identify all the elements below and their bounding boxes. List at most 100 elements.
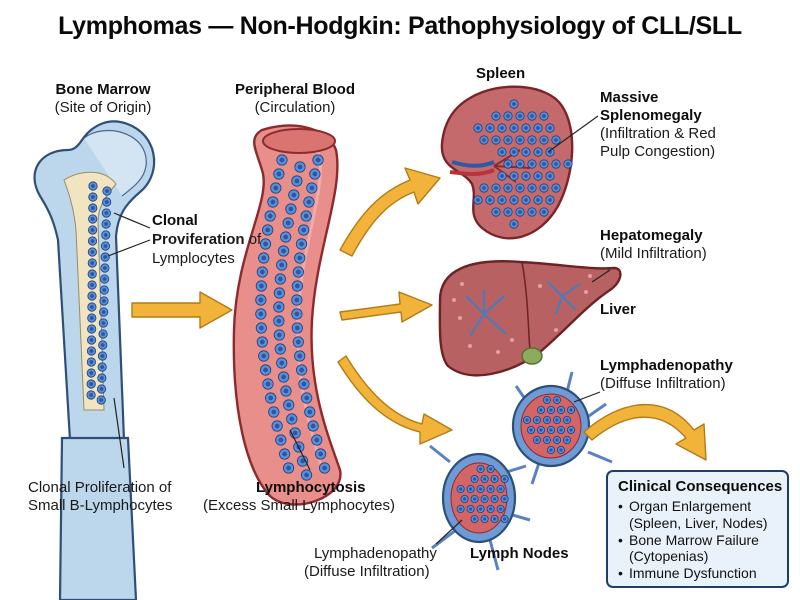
lymphocyte-nucleus	[548, 198, 552, 202]
lymphocyte-nucleus	[498, 507, 503, 511]
lymphocyte-nucleus	[549, 448, 553, 452]
liver-icon	[438, 260, 622, 377]
lymphocyte-nucleus	[525, 418, 529, 422]
lymphocyte-nucleus	[89, 371, 94, 375]
lymphocyte-nucleus	[265, 381, 271, 387]
splenomegaly-label: Splenomegaly	[600, 107, 702, 124]
lymphocyte-nucleus	[90, 283, 94, 287]
lymphocyte-nucleus	[542, 138, 546, 142]
lymphocyte-nucleus	[468, 507, 473, 511]
infiltrate-speck	[496, 350, 500, 354]
lymphocyte-nucleus	[476, 198, 480, 202]
lymphocyte-nucleus	[306, 199, 312, 205]
lymphocyte-nucleus	[91, 195, 95, 199]
lymphocyte-nucleus	[530, 186, 534, 190]
lymphocyte-nucleus	[559, 448, 563, 452]
lymphocyte-nucleus	[295, 339, 301, 345]
clinical-item-immune-dysfunction: Immune Dysfunction	[618, 565, 787, 582]
lymphocyte-nucleus	[518, 210, 522, 214]
lymphocyte-nucleus	[279, 360, 285, 366]
lymphocyte-nucleus	[274, 423, 280, 429]
lymphocyte-nucleus	[536, 174, 540, 178]
proliferation-bold: Proviferation	[152, 231, 245, 248]
lymphocyte-nucleus	[294, 297, 300, 303]
infiltrate-speck	[538, 284, 542, 288]
spleen-icon	[440, 85, 574, 240]
lymphocyte-nucleus	[506, 162, 510, 166]
clinical-item-organ-enlargement: Organ Enlargement	[618, 498, 787, 515]
lymphocyte-nucleus	[288, 206, 294, 212]
infiltrate-speck	[584, 290, 588, 294]
lymphadenopathy-lower: Lymphadenopathy	[314, 545, 437, 562]
lymphocyte-nucleus	[267, 213, 273, 219]
lymphocyte-nucleus	[100, 354, 105, 358]
lymphocyte-nucleus	[259, 283, 264, 289]
lymphocyte-nucleus	[90, 206, 95, 210]
lymphocyte-nucleus	[536, 126, 540, 130]
lymphocyte-nucleus	[512, 126, 516, 130]
lymphocyte-nucleus	[271, 409, 277, 415]
infiltrate-speck	[452, 298, 456, 302]
lymphocyte-nucleus	[476, 126, 480, 130]
lymphocyte-nucleus	[104, 222, 108, 226]
lymphocyte-nucleus	[506, 114, 510, 118]
liver-heading: Liver	[600, 301, 636, 318]
lymphocyte-nucleus	[478, 507, 483, 511]
lymphocyte-nucleus	[545, 418, 549, 422]
lymphocyte-nucleus	[100, 343, 105, 347]
lymphocyte-nucleus	[304, 395, 310, 401]
lymphocyte-nucleus	[90, 239, 95, 243]
lymphocyte-nucleus	[565, 418, 569, 422]
lymphocyte-nucleus	[472, 477, 477, 481]
lymphocyte-nucleus	[492, 497, 497, 501]
lymphocyte-nucleus	[494, 114, 498, 118]
lymphocyte-nucleus	[554, 186, 558, 190]
spleen-detail2: Pulp Congestion)	[600, 143, 716, 160]
lymphocyte-nucleus	[90, 294, 94, 298]
lymphocyte-nucleus	[100, 365, 105, 369]
lymphocyte-nucleus	[90, 261, 95, 265]
clinical-heading: Clinical Consequences	[618, 478, 783, 495]
infiltrate-speck	[468, 344, 472, 348]
massive-label: Massive	[600, 89, 659, 106]
lymphocyte-nucleus	[286, 402, 292, 408]
lymphocyte-nucleus	[102, 299, 106, 303]
lymphocyte-nucleus	[263, 241, 268, 247]
blood-sub: (Circulation)	[254, 99, 336, 116]
lymphocyte-nucleus	[549, 428, 553, 432]
lymphocyte-nucleus	[542, 114, 546, 118]
infiltrate-speck	[588, 274, 592, 278]
lymphocyte-nucleus	[468, 487, 473, 491]
lymphocyte-nucleus	[281, 248, 286, 254]
lymphocyte-nucleus	[494, 138, 498, 142]
lymphocyte-nucleus	[315, 157, 321, 163]
lymphocyte-nucleus	[261, 255, 267, 261]
lymphocyte-nucleus	[268, 395, 274, 401]
lymphocyte-nucleus	[458, 507, 463, 511]
lymphocyte-nucleus	[289, 416, 295, 422]
lymphocyte-nucleus	[99, 398, 104, 402]
lymphocyte-nucleus	[89, 338, 94, 342]
lymphocyte-nucleus	[506, 186, 510, 190]
lymphocyte-nucleus	[500, 174, 504, 178]
bone-bottom-line2: Small B-Lymphocytes	[28, 497, 173, 514]
clinical-consequences-box: Clinical Consequences Organ Enlargement …	[606, 470, 789, 588]
lymphocyte-nucleus	[103, 233, 108, 237]
proliferation-label: Proviferation of	[152, 231, 261, 249]
lymphocyte-nucleus	[297, 353, 303, 359]
lymphadenopathy-upper-sub: (Diffuse Infiltration)	[600, 375, 726, 392]
lymphocyte-nucleus	[500, 126, 504, 130]
lymphocyte-nucleus	[569, 408, 573, 412]
lymphocyte-nucleus	[512, 102, 516, 106]
lymphocyte-nucleus	[301, 381, 307, 387]
lymphocyte-nucleus	[555, 418, 559, 422]
page-title: Lymphomas — Non-Hodgkin: Pathophysiology…	[58, 12, 742, 40]
lymphocyte-nucleus	[566, 162, 570, 166]
lymphocyte-nucleus	[283, 388, 289, 394]
lymphocyte-nucleus	[303, 213, 309, 219]
lymphocyte-nucleus	[494, 210, 498, 214]
lymphocyte-nucleus	[536, 150, 540, 154]
lymphocyte-nucleus	[294, 178, 300, 184]
lymphocyte-nucleus	[472, 517, 477, 521]
lymphocyte-nucleus	[261, 353, 267, 359]
